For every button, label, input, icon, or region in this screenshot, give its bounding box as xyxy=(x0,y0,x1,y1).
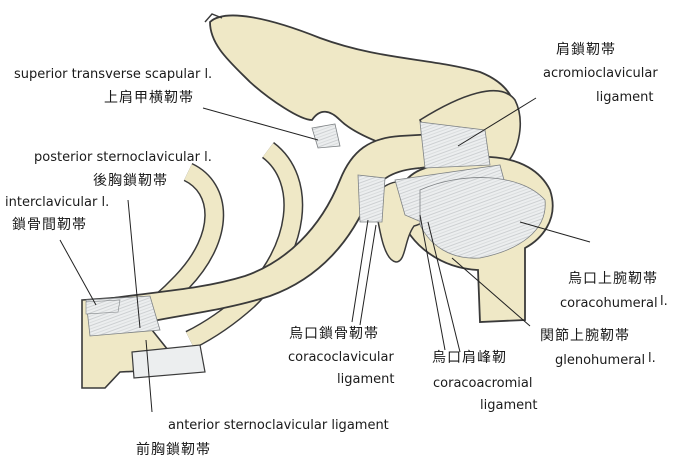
interclavicular-label-jp: 鎖骨間靭帯 xyxy=(12,217,87,233)
acromioclavicular-label-jp: 肩鎖靭帯 xyxy=(556,42,616,58)
coracoclavicular-label-en-2: ligament xyxy=(337,372,395,387)
superior-transverse-scapular-label-en: superior transverse scapular l. xyxy=(14,67,213,82)
capsule-ligaments xyxy=(419,177,546,259)
acromioclavicular-label-en-2: ligament xyxy=(596,90,654,105)
coracoacromial-label-en-2: ligament xyxy=(480,398,538,413)
interclavicular-label-en: interclavicular l. xyxy=(5,195,110,210)
posterior-sternoclavicular-label-jp: 後胸鎖靭帯 xyxy=(93,173,168,189)
coracoacromial-label-jp: 烏口肩峰靭 xyxy=(432,350,507,366)
costal-cartilage xyxy=(131,344,206,379)
glenohumeral-label-jp: 関節上腕靭帯 xyxy=(540,328,630,344)
coracohumeral-label-jp: 烏口上腕靭帯 xyxy=(568,271,658,287)
coracoclavicular-label-jp: 烏口鎖骨靭帯 xyxy=(289,326,379,342)
glenohumeral-label-en: glenohumeral xyxy=(555,353,646,368)
acromioclavicular-ligament xyxy=(419,121,491,169)
anterior-sternoclavicular-label-jp: 前胸鎖靭帯 xyxy=(136,442,211,458)
scapula-tip xyxy=(204,13,223,23)
interclavicular-ligament xyxy=(85,299,121,315)
superior-transverse-scapular-label-jp: 上肩甲横靭帯 xyxy=(104,90,194,106)
coracoclavicular-label-en-1: coracoclavicular xyxy=(288,350,394,365)
leader-lines xyxy=(59,97,591,413)
coracohumeral-label-suffix: l. xyxy=(660,294,668,309)
superior-transverse-ligament xyxy=(311,123,341,149)
coracoclavicular-ligament xyxy=(357,174,386,223)
coracoacromial-label-en-1: coracoacromial xyxy=(433,376,533,391)
posterior-sternoclavicular-label-en: posterior sternoclavicular l. xyxy=(34,150,212,165)
glenohumeral-label-suffix: l. xyxy=(648,351,656,366)
coracohumeral-label-en: coracohumeral xyxy=(560,296,658,311)
anterior-sternoclavicular-label-en: anterior sternoclavicular ligament xyxy=(168,418,389,433)
acromioclavicular-label-en-1: acromioclavicular xyxy=(543,66,658,81)
